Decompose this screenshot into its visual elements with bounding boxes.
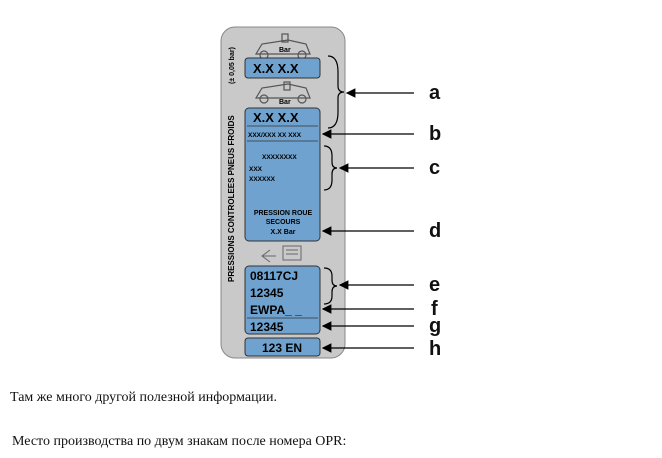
callout-b: b xyxy=(429,123,441,145)
spare-line1: PRESSION ROUE xyxy=(254,210,313,217)
code-e-line2: 12345 xyxy=(250,286,284,300)
bar-unit-front: Bar xyxy=(279,47,291,54)
front-pressure-value: X.X X.X xyxy=(253,61,299,76)
vertical-title: PRESSIONS CONTROLEES PNEUS FROIDS xyxy=(227,115,236,282)
caption-line-1: Там же много другой полезной информации. xyxy=(10,390,278,405)
code-g-text: 12345 xyxy=(250,320,284,334)
manual-book-icon xyxy=(282,245,302,261)
callout-a: a xyxy=(429,82,441,104)
callout-e: e xyxy=(429,274,440,296)
callout-d: d xyxy=(429,220,441,242)
callout-h: h xyxy=(429,338,441,360)
car-rear-load-icon xyxy=(254,81,311,104)
code-h-text: 123 EN xyxy=(262,341,302,355)
rear-pressure-value: X.X X.X xyxy=(253,110,299,125)
block-c-line2: XXX xyxy=(249,166,263,173)
front-pressure-field xyxy=(244,57,321,79)
block-c-line3: XXXXXX xyxy=(249,176,276,183)
block-c-line1: XXXXXXXX xyxy=(262,154,297,161)
brace-a xyxy=(327,55,345,129)
code-f-text: EWPA_ _ xyxy=(250,303,302,317)
code-h-field xyxy=(244,337,321,357)
callout-f: f xyxy=(431,298,438,320)
brace-e xyxy=(323,267,338,305)
code-e-line1: 08117CJ xyxy=(250,269,298,283)
caption-line-2: Место производства по двум знакам после … xyxy=(12,434,347,449)
brace-c xyxy=(323,145,338,191)
tire-size-text: XXX/XXX XX XXX xyxy=(248,132,302,139)
callout-g: g xyxy=(429,315,441,337)
spare-line2: SECOURS xyxy=(266,219,301,226)
callout-c: c xyxy=(429,157,440,179)
codes-field xyxy=(244,265,321,335)
spare-line3: X.X Bar xyxy=(271,229,296,236)
warning-symbol-icon xyxy=(261,249,276,263)
bar-unit-rear: Bar xyxy=(279,99,291,106)
tolerance-text: (± 0,05 bar) xyxy=(229,47,236,84)
